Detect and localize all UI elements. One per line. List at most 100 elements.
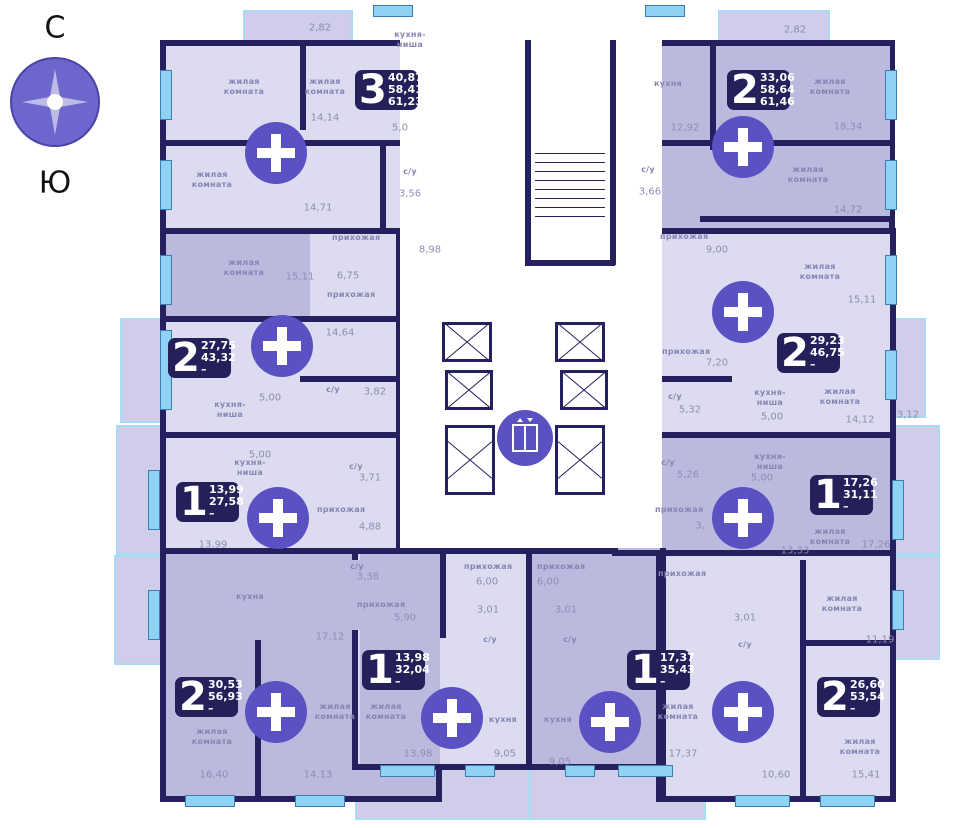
expand-apartment-10-plus-icon[interactable]	[712, 487, 774, 549]
room-name-label: жилая комната	[191, 170, 233, 189]
room-area-label: 3,82	[363, 386, 387, 398]
total-area-with-balcony: –	[395, 675, 401, 688]
room-area-label: 3,01	[554, 604, 578, 616]
interior-wall	[440, 548, 446, 638]
room-name-label: прихожая	[332, 233, 381, 242]
expand-apartment-5-plus-icon[interactable]	[245, 681, 307, 743]
living-area: 17,37	[660, 651, 695, 664]
interior-wall	[700, 216, 895, 222]
total-area: 32,04	[395, 663, 430, 676]
total-area-with-balcony: 61,46	[760, 95, 795, 108]
total-area: 53,54	[850, 690, 885, 703]
room-name-label: с/у	[661, 458, 675, 467]
room-name-label: жилая комната	[819, 387, 861, 406]
expand-apartment-3-plus-icon[interactable]	[251, 315, 313, 377]
room-name-label: жилая комната	[809, 527, 851, 546]
total-area: 56,93	[208, 690, 243, 703]
room-area-label: 14,71	[303, 202, 333, 214]
room-name-label: жилая комната	[304, 77, 346, 96]
room-name-label: жилая комната	[191, 727, 233, 746]
room-name-label: кухня-ниша	[754, 388, 786, 407]
expand-apartment-1-plus-icon[interactable]	[245, 122, 307, 184]
room-area-label: 3,38	[356, 571, 380, 583]
room-area-label: 5,32	[678, 404, 702, 416]
total-area: 27,58	[209, 495, 244, 508]
room-name-label: жилая комната	[314, 702, 356, 721]
room-count: 2	[781, 330, 809, 376]
room-name-label: кухня-ниша	[234, 458, 266, 477]
room-name-label: прихожая	[317, 505, 366, 514]
interior-wall	[166, 140, 446, 146]
window	[892, 480, 904, 540]
room-name-label: жилая комната	[809, 77, 851, 96]
room-area-label: 11,19	[865, 634, 895, 646]
room-area-label: 13,98	[403, 748, 433, 760]
expand-apartment-9-plus-icon[interactable]	[712, 281, 774, 343]
room-area-label: 9,00	[705, 244, 729, 256]
total-area: 46,75	[810, 346, 845, 359]
room-name-label: с/у	[668, 392, 682, 401]
interior-wall	[800, 560, 806, 800]
expand-apartment-4-plus-icon[interactable]	[247, 487, 309, 549]
room-area-label: 17,12	[315, 631, 345, 643]
elevator-shaft	[555, 322, 605, 362]
room-area-label: 7,20	[705, 357, 729, 369]
room-name-label: прихожая	[357, 600, 406, 609]
elevator-shaft	[445, 425, 495, 495]
elevator-shaft	[555, 425, 605, 495]
window	[465, 765, 495, 777]
balcony	[892, 318, 926, 418]
room-area-label: 3,71	[358, 472, 382, 484]
window	[148, 590, 160, 640]
expand-apartment-6-plus-icon[interactable]	[421, 687, 483, 749]
core-wall	[525, 40, 531, 265]
room-area-label: 12,92	[670, 122, 700, 134]
interior-wall	[300, 376, 400, 382]
room-area-label: 6,00	[536, 576, 560, 588]
room-area-label: 3,12	[896, 409, 920, 421]
window	[160, 255, 172, 305]
room-area-label: 2,82	[308, 22, 332, 34]
room-area-label: 16,40	[199, 769, 229, 781]
room-name-label: жилая комната	[223, 77, 265, 96]
living-area: 29,23	[810, 334, 845, 347]
expand-apartment-8-plus-icon[interactable]	[712, 681, 774, 743]
room-area-label: 9,05	[493, 748, 517, 760]
living-area: 27,75	[201, 339, 236, 352]
interior-wall	[380, 140, 386, 230]
room-name-label: прихожая	[464, 562, 513, 571]
room-name-label: с/у	[641, 165, 655, 174]
window	[885, 70, 897, 120]
room-name-label: кухня-ниша	[394, 30, 426, 49]
living-area: 26,60	[850, 678, 885, 691]
room-fill	[166, 234, 310, 318]
window	[160, 160, 172, 210]
expand-apartment-2-plus-icon[interactable]	[712, 116, 774, 178]
window	[885, 255, 897, 305]
living-area: 13,98	[395, 651, 430, 664]
elevator-icon	[497, 410, 553, 466]
room-name-label: с/у	[738, 640, 752, 649]
room-area-label: 5,00	[760, 411, 784, 423]
interior-wall	[612, 432, 896, 438]
total-area-with-balcony: –	[660, 675, 666, 688]
room-name-label: жилая комната	[787, 165, 829, 184]
room-area-label: 5,0	[392, 122, 408, 134]
room-area-label: 14,14	[310, 112, 340, 124]
window	[885, 160, 897, 210]
expand-apartment-7-plus-icon[interactable]	[579, 691, 641, 753]
room-area-label: 5,26	[676, 469, 700, 481]
total-area-with-balcony: –	[201, 363, 207, 376]
room-area-label: 17,37	[668, 748, 698, 760]
